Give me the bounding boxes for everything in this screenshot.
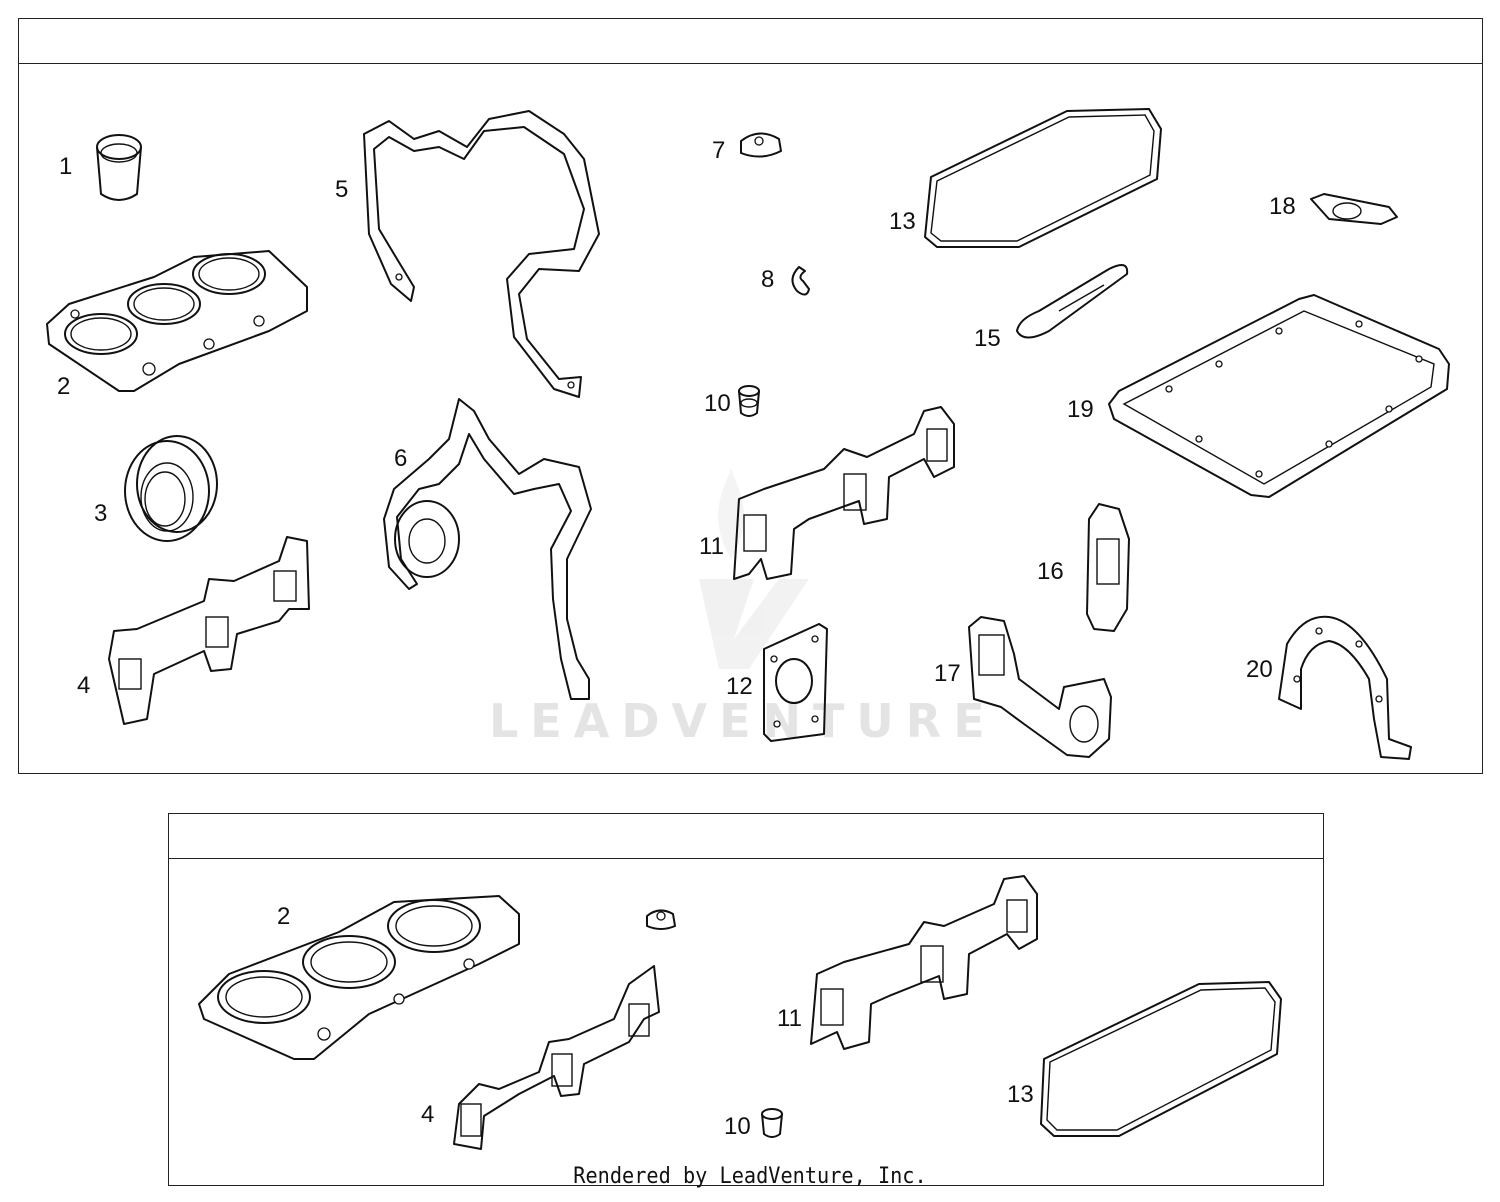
callout-4: 4 [77, 672, 90, 699]
callout-11: 11 [699, 533, 724, 560]
bottom-callout-4: 4 [421, 1101, 434, 1128]
watermark-text: LEADVENTURE [489, 694, 997, 748]
part-6-gear-case-gasket [383, 398, 592, 700]
callout-1: 1 [59, 153, 72, 180]
callout-10: 10 [704, 390, 731, 417]
callout-16: 16 [1037, 558, 1064, 585]
bottom-part-cap [646, 909, 676, 930]
bottom-part-10-valve-stem-seal [761, 1108, 783, 1138]
bottom-callout-11: 11 [777, 1005, 802, 1032]
callout-17: 17 [934, 660, 961, 687]
part-1-seal-ring [96, 134, 142, 201]
callout-2: 2 [57, 373, 70, 400]
callout-15: 15 [974, 325, 1001, 352]
part-17-water-gasket [968, 616, 1112, 758]
footer-credit: Rendered by LeadVenture, Inc. [573, 1164, 927, 1189]
part-20-housing-gasket [1278, 615, 1412, 760]
part-2-head-gasket [46, 250, 308, 392]
part-5-timing-cover-gasket [363, 110, 600, 398]
callout-12: 12 [726, 673, 753, 700]
top-panel-header [19, 19, 1482, 64]
part-13-cover-gasket [924, 108, 1162, 248]
part-15-plate-gasket [1016, 264, 1129, 339]
bottom-part-13-cover-gasket [1040, 981, 1282, 1137]
bottom-panel-header [169, 814, 1323, 859]
part-7-cap [740, 132, 782, 158]
part-8-clip [791, 266, 810, 296]
part-12-flange-gasket [763, 623, 828, 742]
callout-19: 19 [1067, 396, 1094, 423]
part-4-manifold-gasket [108, 536, 310, 725]
bottom-part-2-head-gasket [198, 895, 520, 1060]
callout-7: 7 [712, 137, 725, 164]
top-diagram-panel: LEADVENTURE 1 2 [18, 18, 1483, 774]
part-16-port-gasket [1086, 503, 1130, 632]
callout-20: 20 [1246, 656, 1273, 683]
part-11-exhaust-gasket [733, 406, 955, 580]
bottom-callout-2: 2 [277, 903, 290, 930]
bottom-part-11-exhaust-gasket [810, 875, 1038, 1050]
callout-5: 5 [335, 176, 348, 203]
top-diagram-svg: LEADVENTURE 1 2 [46, 108, 1450, 760]
bottom-callout-13: 13 [1007, 1081, 1034, 1108]
part-18-small-flange [1310, 193, 1398, 225]
callout-3: 3 [94, 500, 107, 527]
part-19-oil-pan-gasket [1108, 294, 1450, 498]
callout-13: 13 [889, 208, 916, 235]
bottom-diagram-panel: 2 4 10 11 [168, 813, 1324, 1186]
callout-8: 8 [761, 266, 774, 293]
bottom-callout-10: 10 [724, 1113, 751, 1140]
callout-6: 6 [394, 445, 407, 472]
bottom-diagram-svg: 2 4 10 11 [198, 875, 1282, 1150]
bottom-part-4-manifold-gasket [453, 965, 660, 1150]
callout-18: 18 [1269, 193, 1296, 220]
part-3-oil-seal [124, 435, 218, 542]
part-10-valve-stem-seal [738, 385, 760, 417]
